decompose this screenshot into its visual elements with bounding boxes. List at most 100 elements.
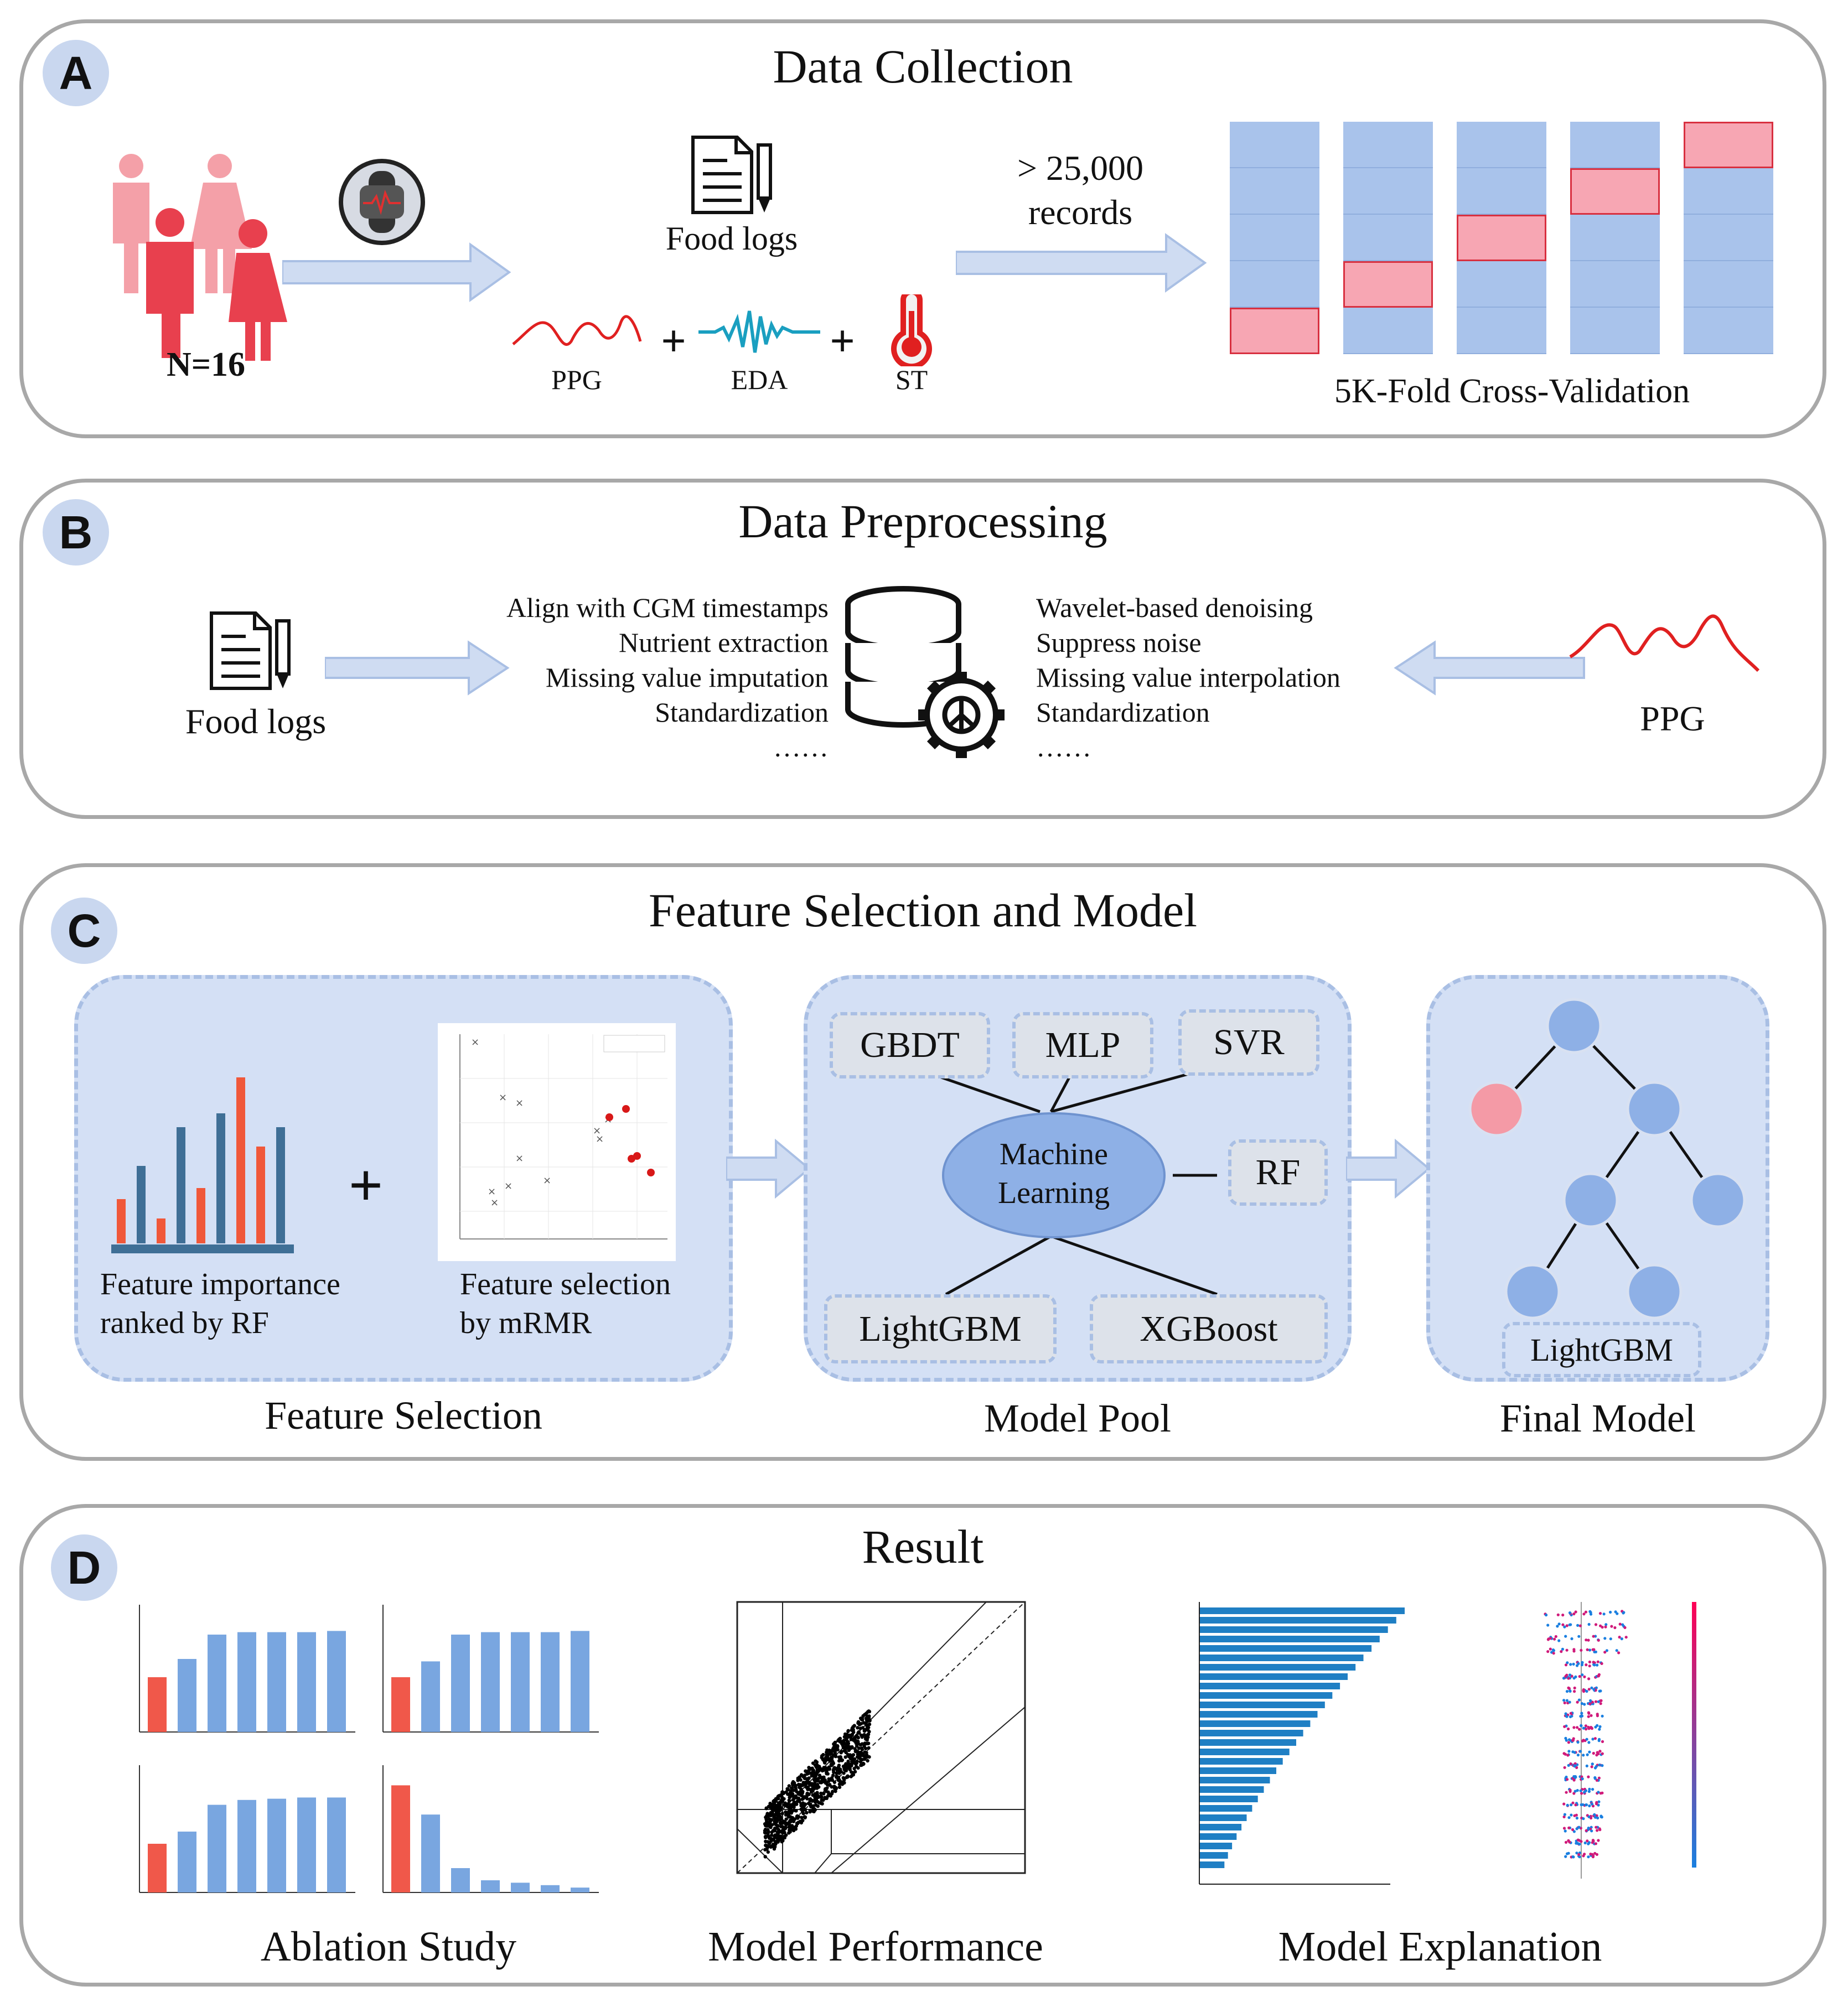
thumbnail-bar [148,1844,167,1892]
scatter-point [836,1766,841,1770]
swarm-point [1580,1663,1583,1667]
scatter-point [866,1717,870,1721]
swarm-point [1565,1791,1568,1794]
scatter-point [765,1819,769,1823]
swarm-point [1563,1766,1566,1769]
plus-sign: + [661,317,686,366]
scatter-point [799,1783,803,1787]
thumbnail-bar [208,1635,226,1732]
arrow-pool-to-final [1346,1138,1431,1199]
swarm-point [1589,1612,1593,1616]
swarm-point [1570,1714,1573,1718]
swarm-point [1594,1842,1597,1845]
scatter-point [778,1814,783,1819]
swarm-point [1569,1663,1572,1666]
swarm-point [1588,1648,1592,1652]
swarm-point [1546,1638,1550,1641]
arrow-to-signals [282,242,511,302]
thumbnail-bar [1200,1607,1405,1614]
scatter-point [838,1740,842,1744]
scatter-point [850,1756,854,1760]
scatter-point [796,1778,800,1782]
feature-selection-label: Feature Selection [265,1393,542,1438]
swarm-point [1573,1790,1577,1793]
training-fold [1570,261,1660,308]
fold-column [1457,122,1546,354]
swarm-point [1561,1623,1565,1626]
swarm-point [1583,1703,1586,1706]
document-pen-icon [691,136,772,214]
model-lightgbm: LightGBM [824,1294,1057,1363]
scatter-point [823,1778,827,1782]
swarm-point [1588,1660,1591,1664]
st-label: ST [895,364,928,395]
arrow-to-folds [956,233,1207,293]
swarm-point [1597,1638,1600,1642]
scatter-point [768,1817,772,1821]
swarm-point [1596,1663,1599,1667]
swarm-point [1549,1647,1552,1651]
swarm-point [1622,1611,1625,1615]
swarm-point [1588,1702,1592,1705]
swarm-point [1592,1635,1595,1638]
swarm-point [1585,1728,1588,1731]
scatter-point [766,1840,770,1844]
scatter-point [843,1732,847,1736]
scatter-point [769,1826,773,1829]
scatter-point [850,1733,854,1736]
candidate-marker: × [515,1153,524,1164]
scatter-point [775,1833,780,1837]
ml-center-line-2: Learning [997,1176,1110,1210]
swarm-point [1578,1855,1581,1859]
scatter-point [819,1767,822,1771]
candidate-marker: × [543,1175,551,1186]
scatter-point [809,1802,812,1807]
swarm-point [1584,1789,1587,1792]
scatter-point [770,1830,774,1834]
scatter-point [867,1709,871,1713]
scatter-point [830,1755,834,1760]
scatter-point [773,1845,777,1849]
swarm-point [1596,1660,1599,1663]
swarm-point [1571,1855,1575,1859]
explanation-label: Model Explanation [1278,1923,1602,1970]
scatter-point [764,1835,768,1839]
scatter-point [810,1787,814,1791]
scatter-point [763,1848,767,1852]
swarm-point [1580,1724,1583,1728]
scatter-point [866,1759,869,1763]
scatter-point [861,1714,865,1718]
swarm-point [1591,1762,1594,1766]
swarm-point [1579,1750,1582,1753]
swarm-point [1581,1661,1584,1664]
swarm-point [1572,1830,1576,1833]
swarm-point [1569,1689,1572,1693]
swarm-point [1601,1764,1604,1767]
swarm-point [1567,1816,1571,1819]
swarm-point [1572,1792,1576,1795]
participants-count: N=16 [166,346,246,383]
step-item: Standardization [1036,697,1210,728]
swarm-point [1554,1635,1557,1638]
scatter-point [810,1790,814,1794]
training-fold [1570,215,1660,261]
swarm-point [1598,1612,1602,1615]
swarm-point [1557,1639,1561,1642]
swarm-point [1563,1625,1566,1629]
swarm-point [1589,1853,1592,1856]
swarm-point [1552,1652,1555,1655]
swarm-point [1575,1817,1578,1820]
scatter-point [841,1776,845,1780]
thumbnail-bar [267,1632,286,1732]
swarm-point [1573,1686,1576,1690]
training-fold [1684,261,1773,308]
swarm-point [1595,1826,1598,1829]
swarm-point [1562,1699,1566,1702]
swarm-point [1604,1625,1607,1629]
swarm-point [1572,1612,1576,1616]
panel-title: Data Collection [773,40,1073,93]
thumbnail-bar [1200,1730,1303,1736]
scatter-point [861,1717,865,1721]
swarm-point [1603,1651,1607,1654]
food-logs-label: Food logs [665,220,798,257]
